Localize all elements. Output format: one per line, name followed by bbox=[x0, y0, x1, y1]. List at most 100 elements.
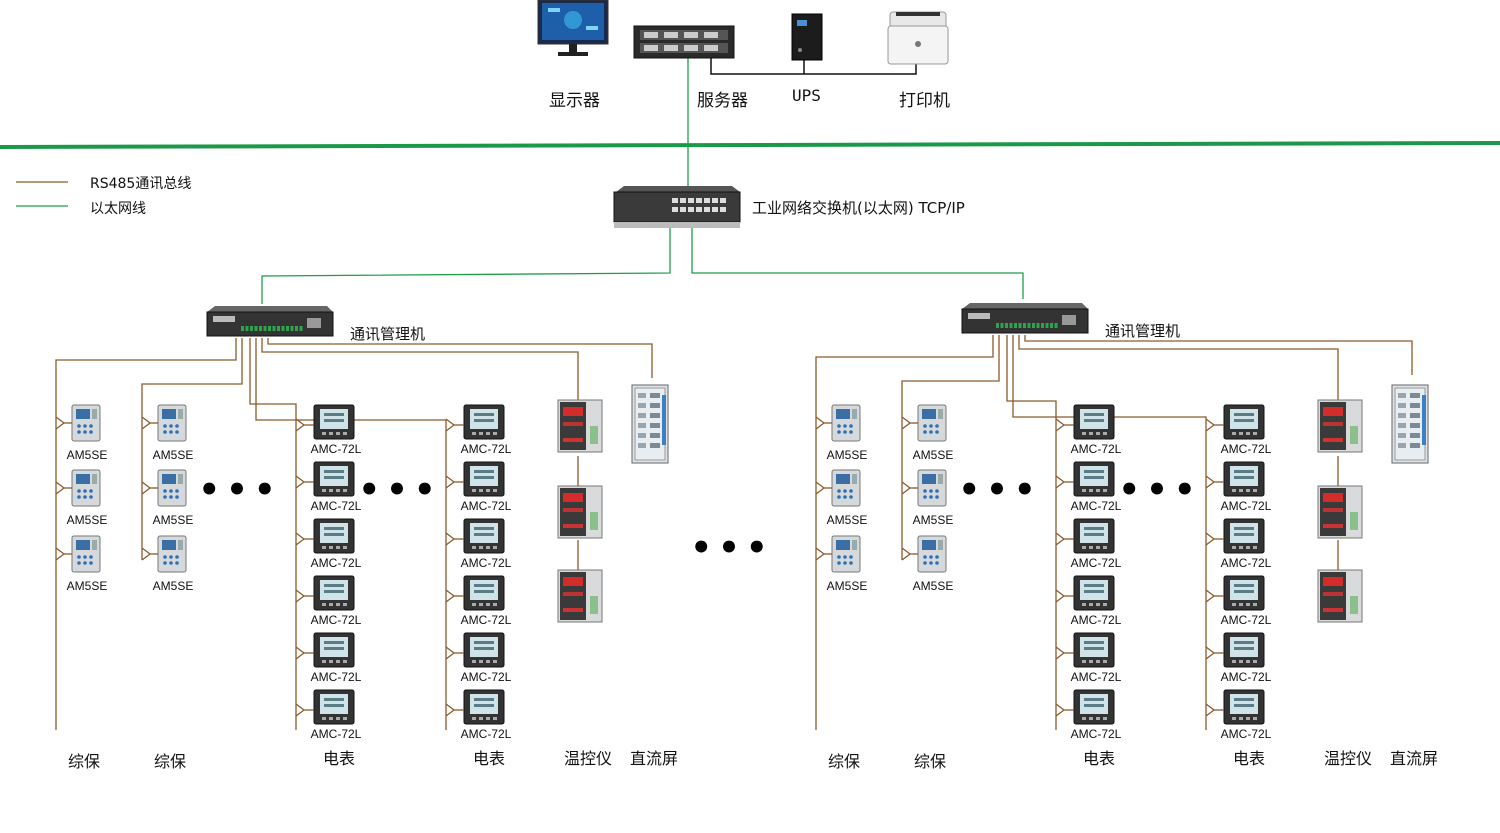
amc72l-label: AMC-72L bbox=[1220, 613, 1272, 627]
ellipsis-meter: ••• bbox=[1118, 470, 1202, 510]
am5se-protection-icon bbox=[157, 469, 187, 507]
rs485-zigzag bbox=[445, 589, 456, 603]
rs485-zigzag bbox=[1205, 646, 1216, 660]
category-temp: 温控仪 bbox=[563, 749, 613, 768]
amc72l-label: AMC-72L bbox=[460, 670, 512, 684]
am5se-protection-icon bbox=[831, 469, 861, 507]
amc72l-label: AMC-72L bbox=[1070, 613, 1122, 627]
am5se-protection-icon bbox=[917, 404, 947, 442]
amc72l-meter-icon bbox=[1223, 461, 1265, 497]
amc72l-meter-icon bbox=[463, 404, 505, 440]
rs485-zigzag bbox=[1055, 418, 1066, 432]
amc72l-label: AMC-72L bbox=[1220, 670, 1272, 684]
rs485-zigzag bbox=[1205, 475, 1216, 489]
rs485-zigzag bbox=[1055, 589, 1066, 603]
amc72l-label: AMC-72L bbox=[310, 670, 362, 684]
rs485-zigzag bbox=[445, 646, 456, 660]
amc72l-label: AMC-72L bbox=[310, 727, 362, 741]
rs485-zigzag bbox=[901, 547, 912, 561]
category-dc: 直流屏 bbox=[1389, 749, 1439, 768]
rs485-zigzag bbox=[295, 703, 306, 717]
amc72l-meter-icon bbox=[463, 632, 505, 668]
rs485-zigzag bbox=[445, 418, 456, 432]
rs485-bus-zongbao2 bbox=[141, 338, 243, 560]
rs485-zigzag bbox=[295, 589, 306, 603]
rs485-zigzag bbox=[55, 547, 66, 561]
am5se-protection-icon bbox=[71, 535, 101, 573]
amc72l-meter-icon bbox=[463, 461, 505, 497]
ellipsis-zongbao: ••• bbox=[958, 470, 1042, 510]
amc72l-label: AMC-72L bbox=[1070, 556, 1122, 570]
amc72l-meter-icon bbox=[1073, 632, 1115, 668]
am5se-label: AM5SE bbox=[826, 448, 868, 462]
amc72l-label: AMC-72L bbox=[1220, 727, 1272, 741]
legend-rs485-label: RS485通讯总线 bbox=[90, 176, 192, 192]
amc72l-meter-icon bbox=[1223, 404, 1265, 440]
amc72l-meter-icon bbox=[1073, 461, 1115, 497]
rs485-zigzag bbox=[1055, 475, 1066, 489]
amc72l-meter-icon bbox=[1073, 404, 1115, 440]
dc-panel-icon bbox=[631, 384, 669, 464]
amc72l-meter-icon bbox=[313, 575, 355, 611]
category-meter1: 电表 bbox=[1082, 749, 1116, 768]
monitor-label: 显示器 bbox=[549, 91, 600, 111]
rs485-zigzag bbox=[445, 475, 456, 489]
category-dc: 直流屏 bbox=[629, 749, 679, 768]
rs485-zigzag bbox=[1205, 703, 1216, 717]
category-zongbao1: 综保 bbox=[67, 752, 101, 771]
server-ups-printer-line bbox=[710, 58, 917, 75]
ellipsis-zongbao: ••• bbox=[198, 470, 282, 510]
amc72l-meter-icon bbox=[313, 689, 355, 725]
amc72l-meter-icon bbox=[313, 518, 355, 554]
rs485-zigzag bbox=[295, 646, 306, 660]
amc72l-meter-icon bbox=[1223, 689, 1265, 725]
am5se-label: AM5SE bbox=[66, 513, 108, 527]
am5se-protection-icon bbox=[71, 469, 101, 507]
am5se-label: AM5SE bbox=[152, 579, 194, 593]
switch-label: 工业网络交换机(以太网) TCP/IP bbox=[752, 199, 965, 217]
rs485-bus-zongbao1 bbox=[815, 335, 994, 730]
amc72l-meter-icon bbox=[1073, 689, 1115, 725]
rs485-bus-dc bbox=[267, 338, 653, 378]
amc72l-meter-icon bbox=[1073, 575, 1115, 611]
am5se-label: AM5SE bbox=[826, 513, 868, 527]
am5se-protection-icon bbox=[831, 535, 861, 573]
ups-icon bbox=[791, 13, 823, 61]
temp-controller-icon bbox=[557, 485, 603, 539]
amc72l-label: AMC-72L bbox=[310, 442, 362, 456]
amc72l-label: AMC-72L bbox=[460, 556, 512, 570]
manager-label-right: 通讯管理机 bbox=[1105, 322, 1181, 340]
category-meter1: 电表 bbox=[322, 749, 356, 768]
rs485-bus-meter1 bbox=[249, 338, 297, 730]
ellipsis-meter: ••• bbox=[358, 470, 442, 510]
amc72l-label: AMC-72L bbox=[460, 442, 512, 456]
amc72l-label: AMC-72L bbox=[1070, 727, 1122, 741]
am5se-protection-icon bbox=[831, 404, 861, 442]
rs485-zigzag bbox=[901, 416, 912, 430]
amc72l-label: AMC-72L bbox=[1220, 442, 1272, 456]
rs485-bus-zongbao2 bbox=[901, 335, 1000, 560]
ups-label: UPS bbox=[792, 86, 821, 105]
amc72l-meter-icon bbox=[1223, 518, 1265, 554]
am5se-protection-icon bbox=[157, 404, 187, 442]
rs485-bus-temp bbox=[261, 338, 579, 412]
rs485-zigzag bbox=[141, 547, 152, 561]
rs485-zigzag bbox=[141, 481, 152, 495]
temp-controller-icon bbox=[557, 569, 603, 623]
amc72l-label: AMC-72L bbox=[1070, 670, 1122, 684]
am5se-label: AM5SE bbox=[912, 448, 954, 462]
comm-manager-icon bbox=[961, 303, 1089, 334]
amc72l-meter-icon bbox=[463, 689, 505, 725]
rs485-zigzag bbox=[445, 703, 456, 717]
rs485-zigzag bbox=[295, 475, 306, 489]
amc72l-meter-icon bbox=[463, 518, 505, 554]
amc72l-label: AMC-72L bbox=[1220, 556, 1272, 570]
printer-icon bbox=[887, 11, 949, 65]
rs485-zigzag bbox=[55, 481, 66, 495]
rs485-zigzag bbox=[1055, 532, 1066, 546]
ellipsis-center: ••• bbox=[690, 528, 774, 568]
temp-controller-icon bbox=[1317, 569, 1363, 623]
am5se-protection-icon bbox=[917, 469, 947, 507]
rs485-bus-zongbao1 bbox=[55, 338, 237, 730]
